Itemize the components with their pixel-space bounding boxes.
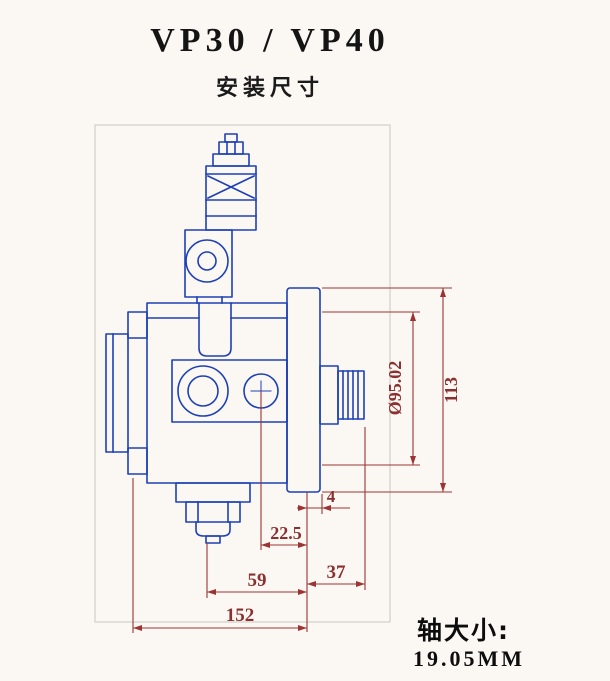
dimension-arrows	[133, 288, 446, 631]
dimension-labels: Ø95.02 113 4 22.5 59 37 152	[226, 361, 461, 626]
pump-body	[146, 302, 288, 484]
port-inner-circle	[197, 251, 217, 271]
bottom-fitting-body	[175, 482, 251, 503]
bolt-base	[212, 153, 250, 167]
dim-flange-height: 113	[441, 377, 461, 403]
bottom-hex-nut	[185, 501, 241, 523]
drawing-frame	[94, 124, 391, 623]
dim-body-length: 59	[248, 570, 267, 591]
dim-shaft-length: 37	[327, 562, 347, 583]
dim-bolt-circle-diameter: Ø95.02	[385, 361, 405, 416]
top-bolt	[218, 141, 244, 155]
dimension-lines	[132, 287, 452, 633]
top-channel	[198, 302, 232, 357]
left-flange-bottom-tab	[127, 447, 148, 475]
left-flange-plate	[105, 333, 129, 453]
shaft-base	[319, 365, 339, 425]
top-knob	[224, 133, 238, 143]
dim-offset-small: 4	[327, 487, 336, 506]
main-bore-outer	[177, 365, 229, 417]
dim-total-length: 152	[226, 605, 255, 626]
shaft-spline-section	[337, 370, 365, 420]
pump-outline	[105, 133, 365, 544]
valve-body	[205, 165, 257, 231]
shaft-size-label: 轴大小:	[417, 616, 510, 645]
bottom-cap	[195, 521, 231, 537]
mounting-plate	[286, 287, 321, 493]
port-outer-circle	[185, 239, 229, 283]
main-bore-inner	[187, 375, 219, 407]
port-block	[184, 229, 233, 298]
valve-cross	[206, 174, 256, 200]
dim-port-offset: 22.5	[270, 523, 302, 543]
left-flange-top-tab	[127, 311, 148, 339]
bottom-nub	[205, 535, 221, 544]
shaft-size-value: 19.05MM	[413, 646, 526, 671]
page-subtitle: 安装尺寸	[215, 76, 324, 101]
page-title: VP30 / VP40	[150, 22, 390, 59]
